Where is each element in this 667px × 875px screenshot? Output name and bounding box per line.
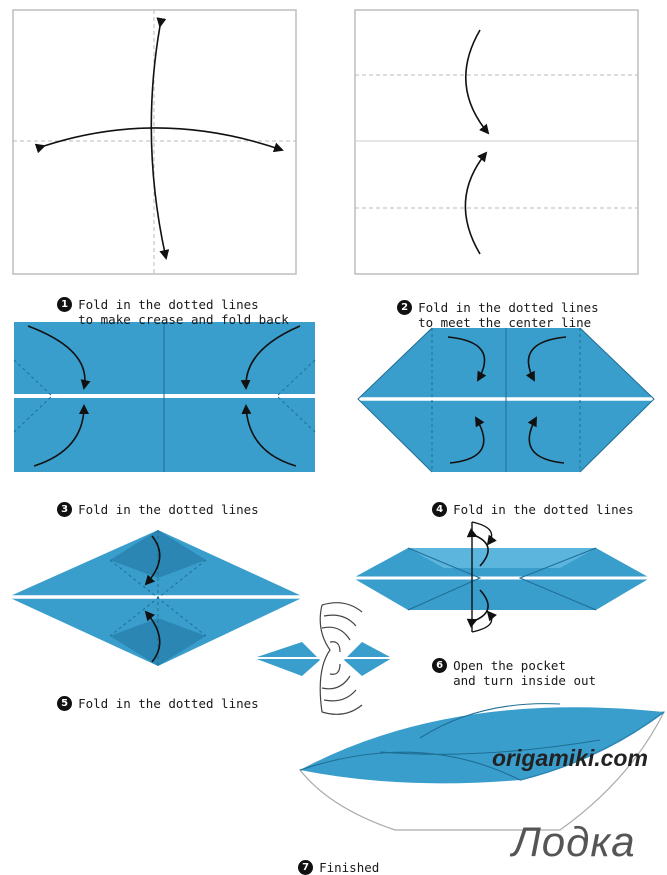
vertical-fold-arrow [150,17,170,260]
step-4-hexagon [357,327,655,473]
step-3-caption: 3 Fold in the dotted lines [42,487,259,517]
step-2-number: 2 [397,300,413,315]
step-5-text: Fold in the dotted lines [78,696,259,711]
step-1-text: Fold in the dotted lines to make crease … [78,297,289,327]
step-1-number: 1 [57,297,73,312]
step-5-number: 5 [57,696,73,711]
fold-down-arrow [464,29,490,135]
horizontal-fold-arrow [34,127,284,154]
step-5-diamond [8,530,304,666]
model-title: Лодка [512,818,636,865]
step-5-caption: 5 Fold in the dotted lines [42,681,259,711]
step-7-number: 7 [298,860,314,875]
step-7-finished-boat [298,703,666,831]
step-6-number: 6 [432,658,448,673]
hands-opening-pocket-illustration [254,602,392,715]
step-1-square [12,9,297,275]
step-2-square [354,9,639,275]
site-watermark: origamiki.com [492,745,648,771]
step-2-text: Fold in the dotted lines to meet the cen… [418,300,599,330]
step-4-number: 4 [432,502,448,517]
step-1-caption: 1 Fold in the dotted lines to make crease… [42,282,289,327]
step-3-text: Fold in the dotted lines [78,502,259,517]
step-7-text: Finished [319,860,380,875]
step-2-caption: 2 Fold in the dotted lines to meet the ce… [382,285,599,330]
step-4-text: Fold in the dotted lines [453,502,634,517]
fold-up-arrow [464,151,488,255]
step-7-caption: 7 Finished [283,845,379,875]
step-3-number: 3 [57,502,73,517]
step-6-boat-shape [353,521,650,633]
step-3-rectangle [13,322,316,472]
step-6-text: Open the pocket and turn inside out [453,658,597,688]
step-4-caption: 4 Fold in the dotted lines [417,487,634,517]
step-6-caption: 6 Open the pocket and turn inside out [417,643,596,688]
